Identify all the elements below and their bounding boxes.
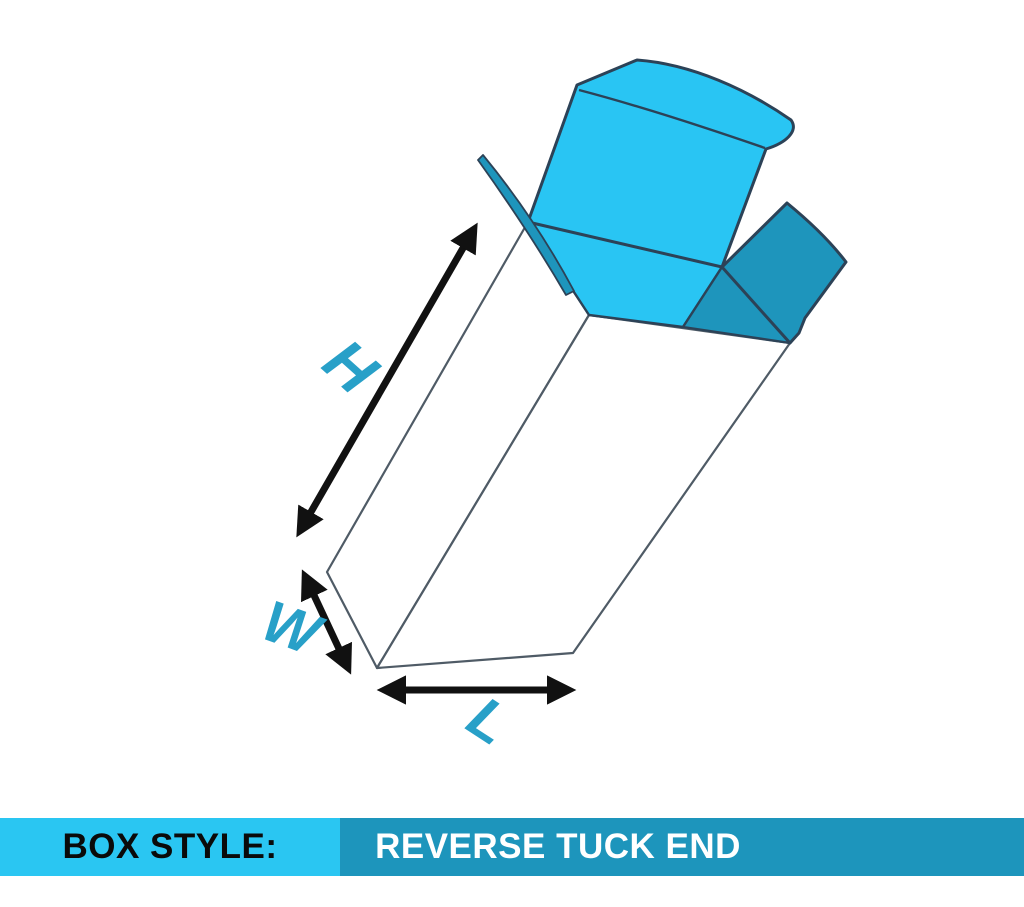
box-style-value: REVERSE TUCK END: [375, 827, 741, 866]
height-dimension-arrow: [296, 222, 478, 538]
box-style-label-segment: BOX STYLE:: [0, 818, 340, 876]
left-dust-flap: [477, 154, 575, 296]
tuck-flap: [526, 58, 795, 269]
box-style-label: BOX STYLE:: [62, 827, 278, 866]
length-label: L: [456, 684, 521, 758]
width-dimension-arrow: [301, 569, 352, 675]
right-dust-flap: [720, 201, 848, 345]
box-style-value-segment: REVERSE TUCK END: [340, 818, 1024, 876]
tuck-flap-crease: [578, 88, 766, 150]
